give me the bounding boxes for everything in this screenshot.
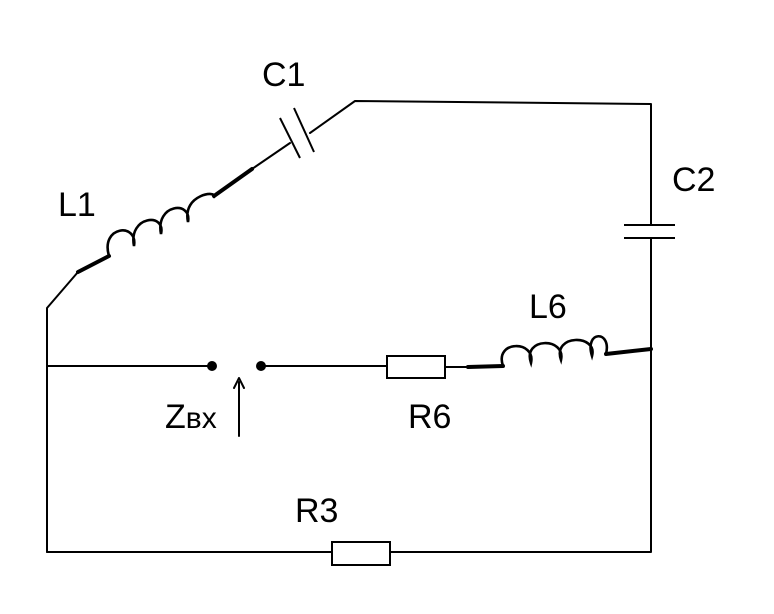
wire-bottom-right [389,237,652,553]
resistor-r3 [331,541,391,566]
capacitor-c2 [624,224,675,239]
inductor-l1 [76,142,291,274]
label-l1: L1 [58,186,96,224]
label-c1: C1 [262,56,305,94]
terminal-left-dot [207,361,217,371]
inductor-l6 [444,335,653,369]
label-r6: R6 [408,398,451,436]
label-zin-sub: вх [186,402,217,435]
wire-left-vertical [46,271,79,553]
wire-top [309,100,652,226]
input-impedance-arrow [233,377,245,437]
label-c2: C2 [672,161,715,199]
capacitor-c1 [279,107,315,159]
label-zin: Zвх [165,398,217,436]
resistor-r6 [386,355,446,379]
label-zin-main: Z [165,398,186,436]
label-r3: R3 [295,492,338,530]
label-l6: L6 [529,288,567,326]
